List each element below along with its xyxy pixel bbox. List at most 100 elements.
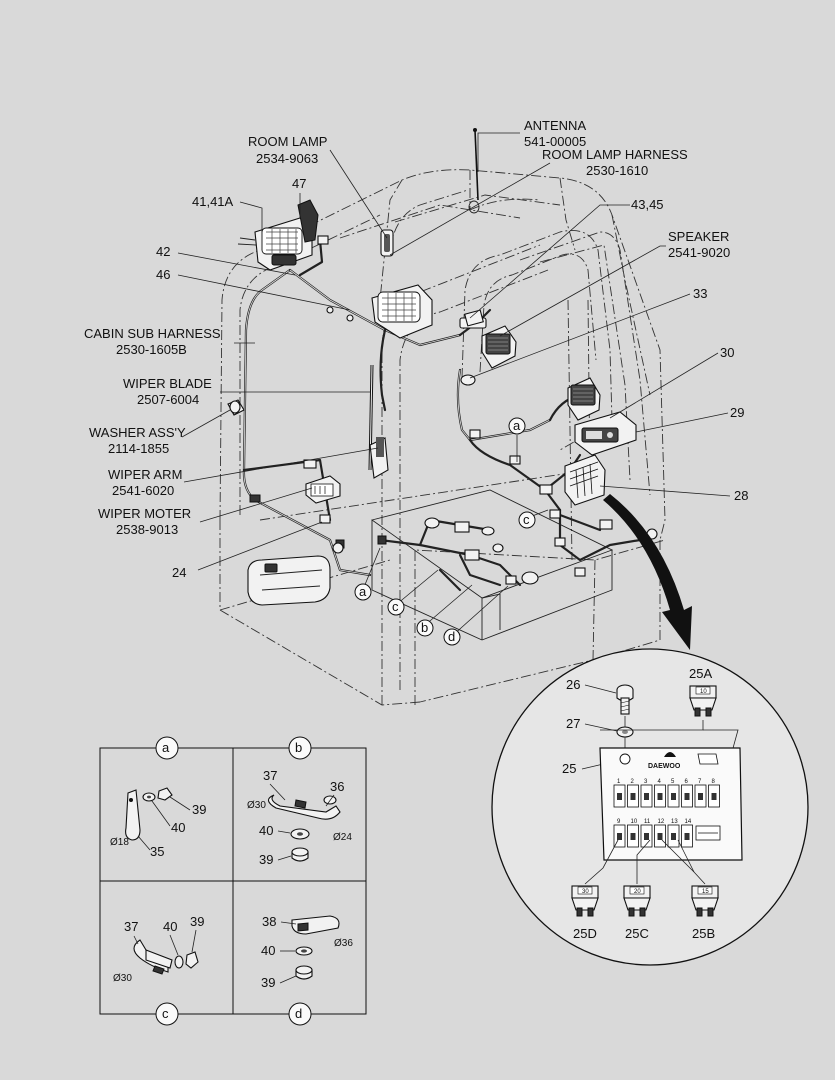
fuse-slot-number: 3: [644, 779, 648, 785]
fuse-slot-number: 14: [685, 819, 692, 825]
marker-a-upper: a: [513, 418, 521, 433]
panel-b-37: 37: [263, 768, 277, 783]
panel-b-label: b: [295, 740, 302, 755]
panel-b-diameter-24: Ø24: [333, 832, 352, 843]
panel-a-35: 35: [150, 844, 164, 859]
panel-d-39: 39: [261, 975, 275, 990]
callout-30: 30: [720, 345, 734, 360]
fuse-slot-number: 8: [712, 779, 716, 785]
wiper-arm-name-label: WIPER ARM: [108, 467, 182, 482]
panel-c-clamp: 37 40 39 Ø30: [113, 914, 204, 984]
fuse-box-in-cab: [564, 454, 606, 506]
fuse-slot-blade: [617, 833, 622, 840]
callout-25: 25: [562, 761, 576, 776]
marker-b: b: [421, 620, 428, 635]
fuse-slot-number: 1: [617, 779, 621, 785]
console-base: [247, 489, 614, 641]
fuse-25b: 15: [691, 885, 719, 917]
wiper-blade: [368, 364, 374, 471]
radio-unit: [574, 411, 637, 456]
room-lamp-part-label: 2534-9063: [256, 151, 318, 166]
callout-47: 47: [292, 176, 306, 191]
marker-c-lower: c: [392, 599, 399, 614]
room-lamp-harness-part-label: 2530-1610: [586, 163, 648, 178]
fuse-slot-blade: [671, 793, 676, 800]
speaker-part-label: 2541-9020: [668, 245, 730, 260]
fuse-slot-number: 5: [671, 779, 675, 785]
antenna-part-label: 541-00005: [524, 134, 586, 149]
panel-b-39: 39: [259, 852, 273, 867]
callout-labels: ANTENNA 541-00005 ROOM LAMP 2534-9063 RO…: [84, 118, 748, 580]
wiper-blade-part-label: 2507-6004: [137, 392, 199, 407]
panel-b-clamp: 37 36 Ø30 Ø24 40 39: [247, 768, 352, 867]
callout-42: 42: [156, 244, 170, 259]
callout-27: 27: [566, 716, 580, 731]
fuse-slot-blade: [657, 833, 663, 840]
room-lamp-center: [371, 284, 433, 339]
bolt-26: [616, 684, 634, 715]
panel-c-39: 39: [190, 914, 204, 929]
room-lamp-assembly-left: [237, 199, 329, 271]
panel-d-clamp: 38 Ø36 40 39: [261, 914, 353, 990]
fuse-slot-number: 12: [658, 819, 665, 825]
fuse-slot-number: 4: [658, 779, 662, 785]
washer-nozzle: [227, 399, 245, 416]
panel-b-40: 40: [259, 823, 273, 838]
fuse-25a: 10: [689, 685, 717, 717]
fuse-25d: 30: [571, 885, 599, 917]
callout-46: 46: [156, 267, 170, 282]
cabin-sub-harness-part-label: 2530-1605B: [116, 342, 187, 357]
fuse-25b-rating: 15: [702, 889, 709, 895]
fuse-25a-rating: 10: [700, 689, 707, 695]
wiper-arm: [369, 437, 389, 479]
fuse-slot-number: 7: [698, 779, 702, 785]
fuse-slot-blade: [644, 793, 649, 800]
harness-connectors: [249, 306, 658, 585]
panel-a-diameter: Ø18: [110, 837, 129, 848]
panel-b-diameter-30: Ø30: [247, 800, 266, 811]
fuse-slot-blade: [711, 793, 717, 800]
marker-d: d: [448, 629, 455, 644]
wiper-moter-name-label: WIPER MOTER: [98, 506, 191, 521]
fuse-slot-number: 2: [631, 779, 635, 785]
fuse-slot-blade: [644, 833, 649, 840]
wiper-motor: [305, 475, 341, 504]
panel-a-label: a: [162, 740, 170, 755]
fuse-slot-number: 9: [617, 819, 621, 825]
detail-panels: a b c d 39 40 35 Ø18: [99, 736, 367, 1026]
fuse-slot-blade: [617, 793, 622, 800]
fuse-slot-blade: [684, 793, 690, 800]
brand-logo-text: DAEWOO: [648, 763, 681, 770]
wiper-arm-part-label: 2541-6020: [112, 483, 174, 498]
panel-d-40: 40: [261, 943, 275, 958]
speaker-lower: [567, 377, 601, 421]
panel-c-37: 37: [124, 919, 138, 934]
fuse-slot-blade: [630, 793, 636, 800]
antenna-name-label: ANTENNA: [524, 118, 586, 133]
cabin-sub-harness-name-label: CABIN SUB HARNESS: [84, 326, 221, 341]
callout-25d: 25D: [573, 926, 597, 941]
panel-d-diameter: Ø36: [334, 938, 353, 949]
panel-c-40: 40: [163, 919, 177, 934]
fuse-slot-number: 6: [685, 779, 689, 785]
room-lamp-name-label: ROOM LAMP: [248, 134, 327, 149]
callout-24: 24: [172, 565, 186, 580]
fuse-slot-blade: [657, 793, 663, 800]
fuse-slot-number: 10: [631, 819, 638, 825]
fuse-slot-blade: [698, 793, 703, 800]
callout-25a: 25A: [689, 666, 712, 681]
callout-26: 26: [566, 677, 580, 692]
fuse-slot-blade: [630, 833, 636, 840]
marker-a-lower: a: [359, 584, 367, 599]
leader-lines: [177, 132, 731, 637]
panel-a-39: 39: [192, 802, 206, 817]
wiper-blade-name-label: WIPER BLADE: [123, 376, 212, 391]
room-lamp-harness-name-label: ROOM LAMP HARNESS: [542, 147, 688, 162]
callout-29: 29: [730, 405, 744, 420]
fuse-slot-blade: [684, 833, 690, 840]
antenna: [468, 128, 480, 214]
speaker-name-label: SPEAKER: [668, 229, 729, 244]
